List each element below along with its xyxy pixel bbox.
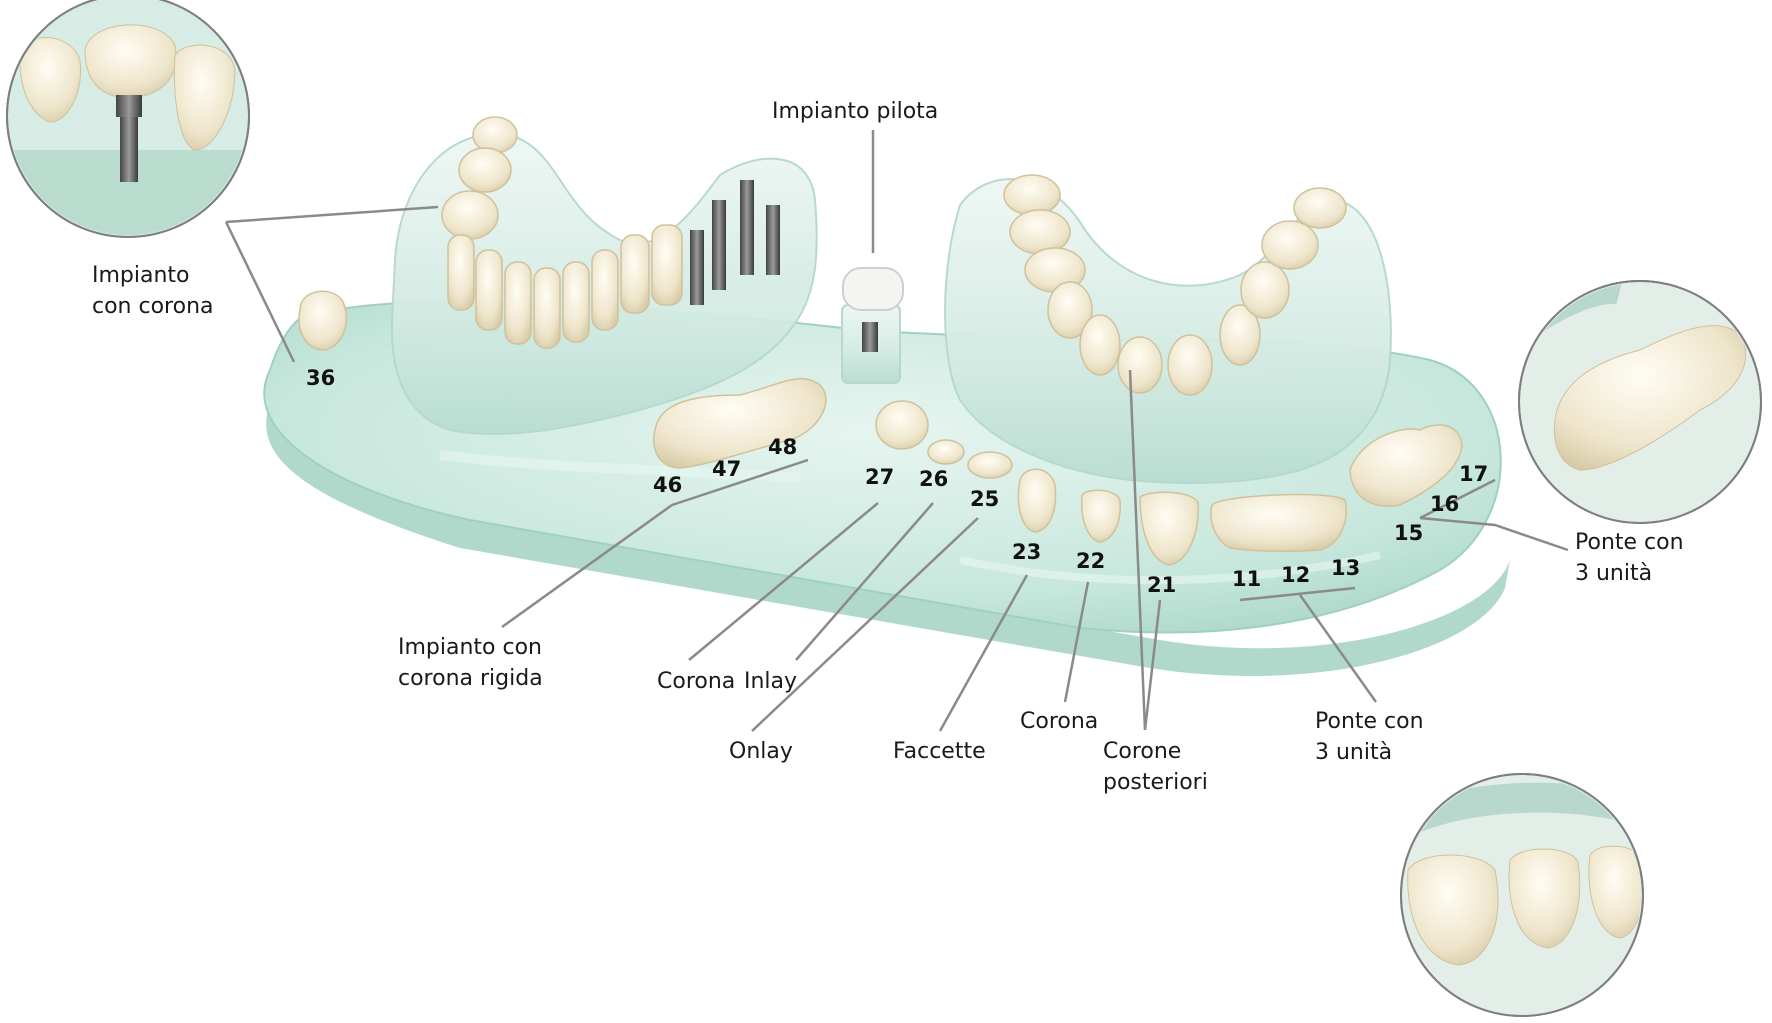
tooth-27 bbox=[875, 400, 929, 450]
upper-teeth-row bbox=[1003, 174, 1347, 396]
tooth-number-48: 48 bbox=[768, 435, 798, 459]
label-line: Impianto con bbox=[398, 635, 542, 660]
leader-onlay bbox=[751, 517, 979, 732]
label-onlay: Onlay bbox=[729, 739, 793, 764]
tooth-26 bbox=[927, 439, 965, 465]
tooth-number-27: 27 bbox=[865, 465, 895, 489]
tooth-number-23: 23 bbox=[1012, 540, 1042, 564]
label-line: Ponte con bbox=[1575, 530, 1684, 555]
label-ponte-top: Ponte con 3 unità bbox=[1575, 527, 1684, 589]
upper-jaw-model bbox=[944, 174, 1392, 484]
label-line: corona rigida bbox=[398, 666, 543, 691]
leader-corona-left bbox=[688, 502, 879, 661]
label-inlay: Inlay bbox=[744, 669, 798, 694]
leader-corone-posteriori-2 bbox=[1143, 599, 1162, 731]
tooth-21 bbox=[1139, 491, 1199, 566]
leader-corona-mid bbox=[1063, 581, 1090, 703]
leader-impianto-rigida bbox=[501, 503, 673, 629]
magnifier-bridge-posterior bbox=[1518, 280, 1762, 524]
magnifier-bridge-anterior bbox=[1400, 773, 1644, 1017]
lower-teeth-row bbox=[441, 116, 683, 349]
tooth-number-16: 16 bbox=[1430, 492, 1460, 516]
bridge-11-13 bbox=[1210, 493, 1347, 553]
leader-impianto-con-corona bbox=[225, 205, 439, 224]
leader-faccette bbox=[938, 574, 1029, 732]
leader-bridge-11-13-base bbox=[1239, 586, 1356, 602]
tooth-22 bbox=[1080, 489, 1121, 543]
tooth-36 bbox=[298, 290, 348, 351]
label-line: 3 unità bbox=[1315, 740, 1393, 765]
label-impianto-con-corona: Impianto con corona bbox=[92, 260, 214, 322]
pilot-implant-block bbox=[841, 267, 904, 384]
lower-jaw-model bbox=[390, 116, 818, 436]
label-impianto-pilota: Impianto pilota bbox=[772, 99, 939, 124]
label-line: Corone bbox=[1103, 739, 1182, 764]
tooth-number-26: 26 bbox=[919, 467, 949, 491]
label-corona-left: Corona bbox=[657, 669, 736, 694]
bridge-15-17 bbox=[1349, 424, 1463, 507]
tooth-number-47: 47 bbox=[712, 457, 742, 481]
label-line: Ponte con bbox=[1315, 709, 1424, 734]
leader-impianto-con-corona-2 bbox=[224, 221, 296, 363]
bridge-46-48 bbox=[653, 377, 827, 469]
leader-corone-posteriori-1 bbox=[1128, 369, 1147, 731]
tooth-23 bbox=[1017, 468, 1057, 533]
magnifier-implant-crown bbox=[6, 0, 250, 238]
label-faccette: Faccette bbox=[893, 739, 986, 764]
tooth-number-12: 12 bbox=[1281, 563, 1311, 587]
leader-bridge-46-48-base bbox=[671, 458, 809, 507]
implant-posts bbox=[690, 180, 780, 305]
label-line: 3 unità bbox=[1575, 561, 1653, 586]
tooth-25 bbox=[967, 451, 1013, 479]
tooth-number-25: 25 bbox=[970, 487, 1000, 511]
leader-ponte-bottom bbox=[1298, 594, 1378, 703]
tooth-number-46: 46 bbox=[653, 473, 683, 497]
tooth-number-13: 13 bbox=[1331, 556, 1361, 580]
leader-lines bbox=[224, 130, 1569, 732]
label-line: Impianto bbox=[92, 263, 190, 288]
tooth-number-22: 22 bbox=[1076, 549, 1106, 573]
leader-inlay bbox=[795, 502, 934, 661]
label-line: con corona bbox=[92, 294, 214, 319]
tooth-number-36: 36 bbox=[306, 366, 336, 390]
glass-base-side bbox=[265, 388, 1511, 677]
label-impianto-rigida: Impianto con corona rigida bbox=[398, 632, 543, 694]
label-corone-posteriori: Corone posteriori bbox=[1103, 736, 1208, 798]
loose-teeth bbox=[298, 290, 1463, 566]
leader-ponte-top bbox=[1419, 516, 1569, 552]
tooth-number-21: 21 bbox=[1147, 573, 1177, 597]
tooth-number-15: 15 bbox=[1394, 521, 1424, 545]
label-ponte-bottom: Ponte con 3 unità bbox=[1315, 706, 1424, 768]
label-corona-mid: Corona bbox=[1020, 709, 1099, 734]
tooth-number-17: 17 bbox=[1459, 462, 1489, 486]
tooth-number-11: 11 bbox=[1232, 567, 1262, 591]
leader-ponte-top-2 bbox=[1419, 478, 1496, 520]
label-line: posteriori bbox=[1103, 770, 1208, 795]
